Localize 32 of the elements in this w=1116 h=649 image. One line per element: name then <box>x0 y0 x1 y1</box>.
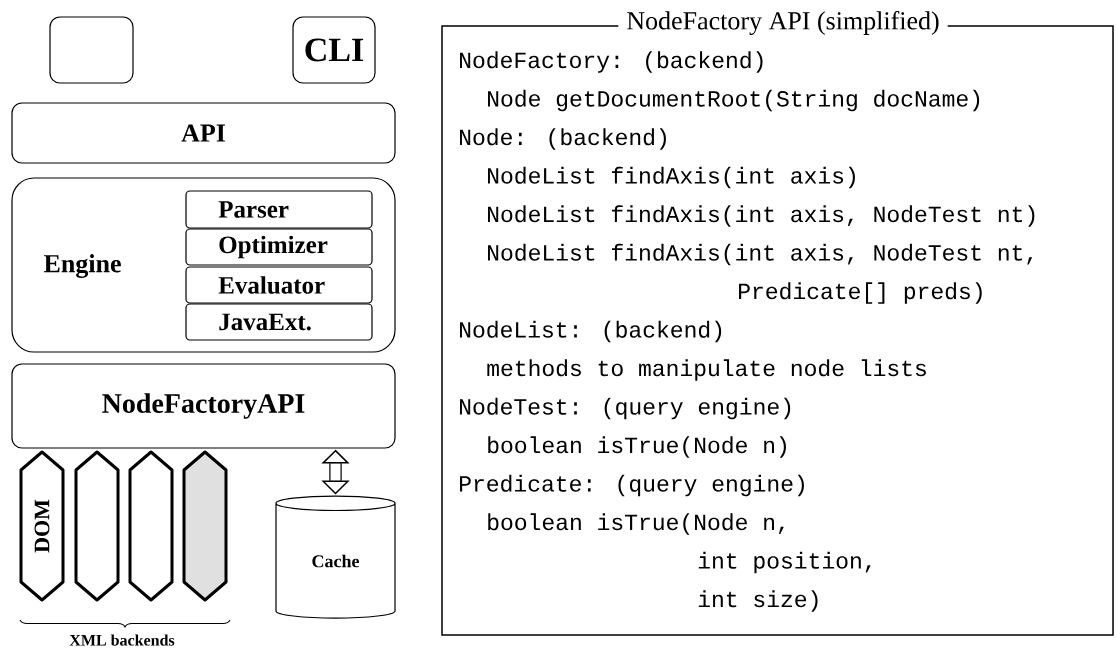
code-line: int position, <box>698 551 871 574</box>
bracket-label: XML backends <box>69 634 175 646</box>
stage-box: Optimizer <box>185 228 373 266</box>
backend-hexagon <box>74 450 120 602</box>
panel-title: NodeFactory API (simplified) <box>618 9 948 37</box>
stage-box: Parser <box>185 190 373 229</box>
code-line: boolean isTrue(Node n) <box>488 436 786 458</box>
code-line: Node: (backend) <box>460 128 666 150</box>
cache-cylinder: Cache <box>275 495 396 619</box>
code-line: NodeList findAxis(int axis, NodeTest nt) <box>488 205 1035 227</box>
code-panel <box>441 9 1114 636</box>
backend-hexagon <box>128 450 174 602</box>
stage-box: Evaluator <box>185 266 373 304</box>
code-line: methods to manipulate node lists <box>487 359 926 381</box>
code-line: int size) <box>698 590 818 612</box>
stage-box: JavaExt. <box>185 303 373 341</box>
client-box <box>49 16 134 84</box>
backend-hexagon <box>182 450 228 602</box>
code-line: NodeFactory: (backend) <box>460 51 763 73</box>
api-layer-box: NodeFactoryAPI <box>11 363 396 449</box>
backend-hexagon: DOM <box>19 450 65 602</box>
code-line: NodeList findAxis(int axis, NodeTest nt, <box>488 243 1033 266</box>
code-line: NodeList findAxis(int axis) <box>488 166 855 189</box>
code-line: Predicate: (query engine) <box>460 474 804 497</box>
code-line: NodeTest: (query engine) <box>460 397 791 420</box>
api-layer-box: API <box>11 102 396 164</box>
code-line: Node getDocumentRoot(String docName) <box>488 89 980 112</box>
double-arrow <box>321 449 350 495</box>
client-box: CLI <box>292 16 376 84</box>
code-line: NodeList: (backend) <box>460 320 722 343</box>
code-line: Predicate[] preds) <box>739 282 982 304</box>
code-line: boolean isTrue(Node n, <box>488 513 784 535</box>
